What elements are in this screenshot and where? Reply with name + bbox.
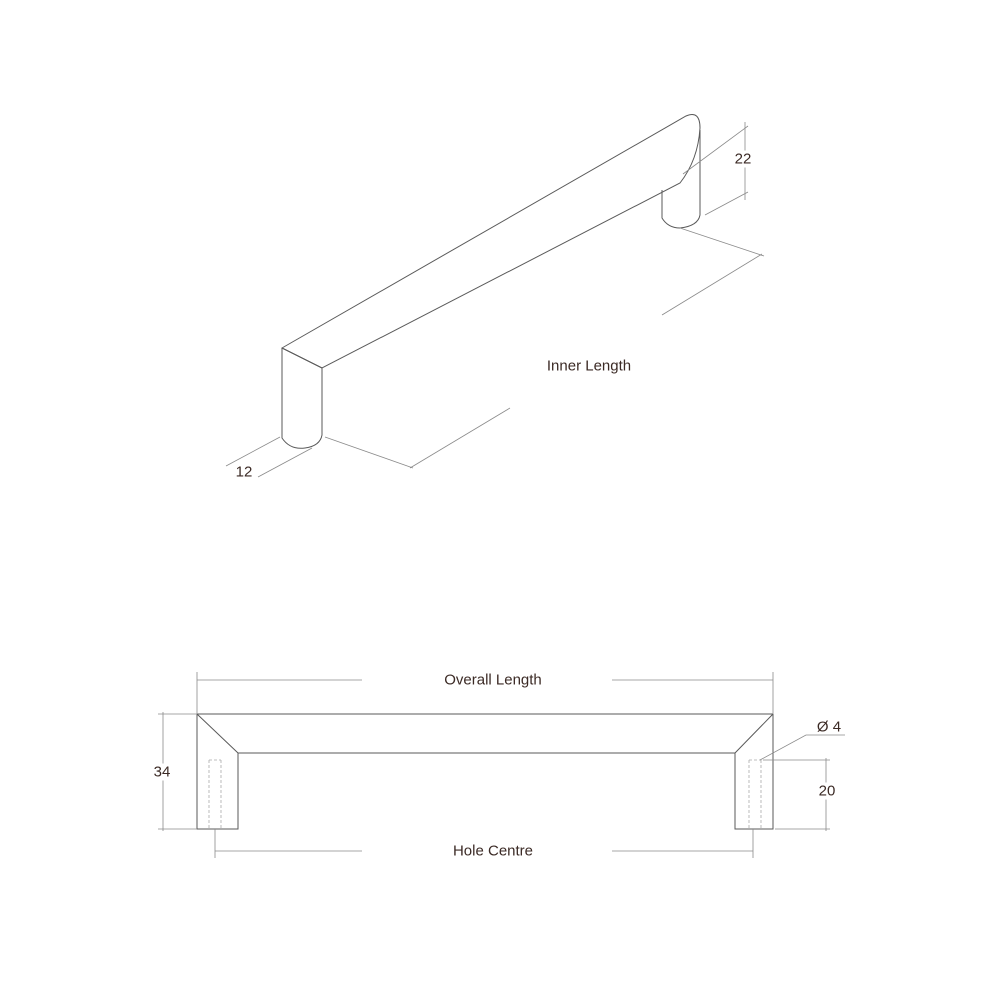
hole-depth-label: 20 — [817, 782, 837, 800]
total-height-label: 34 — [152, 763, 172, 781]
diameter-dimension-12 — [225, 436, 313, 478]
diameter-label: 12 — [234, 463, 254, 481]
inner-length-dimension — [324, 227, 765, 469]
isometric-handle-body — [280, 114, 701, 449]
hole-diameter-label: Ø 4 — [816, 718, 842, 736]
hole-diameter-leader — [759, 734, 845, 761]
overall-length-dimension — [196, 672, 774, 714]
height-label: 22 — [733, 150, 753, 168]
hole-centre-label: Hole Centre — [451, 842, 535, 860]
overall-length-label: Overall Length — [443, 671, 543, 689]
height-dimension-22 — [682, 122, 749, 216]
hole-centre-dimension — [214, 829, 754, 858]
inner-length-label: Inner Length — [545, 357, 633, 375]
front-view-handle-body — [196, 713, 774, 830]
